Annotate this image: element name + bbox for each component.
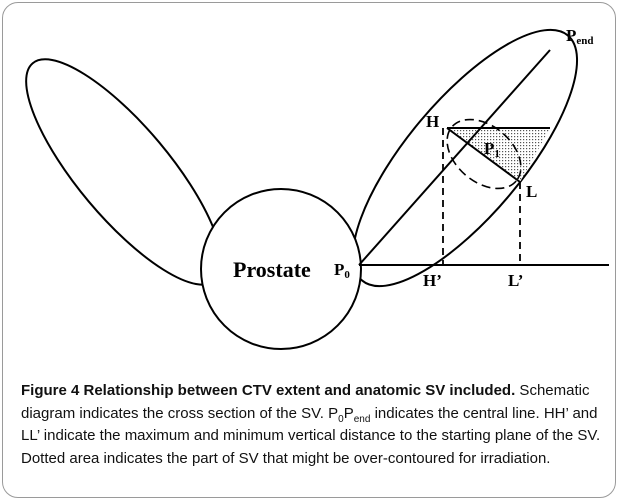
seminal-vesicle-diagram: Prostate Pend H P1 L P0 H’ L’ <box>25 26 609 350</box>
right-seminal-vesicle <box>351 28 579 288</box>
hl-line <box>446 127 521 183</box>
caption-sentence-1: Schematic diagram indicates the cross se… <box>21 382 590 422</box>
prostate-label: Prostate <box>233 257 311 282</box>
p-end-label: Pend <box>566 26 594 47</box>
caption-sentence-2: indicates the central line. HH’ and LL’ … <box>21 404 601 467</box>
caption-title: Figure 4 Relationship between CTV extent… <box>21 382 516 399</box>
over-contoured-area <box>447 128 550 182</box>
central-line-notation: P0Pend <box>328 404 371 425</box>
figure-panel: Prostate Pend H P1 L P0 H’ L’ Figure 4 R… <box>2 2 616 498</box>
l-prime-label: L’ <box>508 271 523 290</box>
h-prime-label: H’ <box>423 271 442 290</box>
l-label: L <box>526 182 537 201</box>
p0-label: P0 <box>334 260 350 281</box>
prostate-circle <box>200 188 362 350</box>
h-label: H <box>426 112 439 131</box>
central-line <box>358 49 551 266</box>
p1-label: P1 <box>484 139 500 160</box>
figure-caption: Figure 4 Relationship between CTV extent… <box>21 380 613 470</box>
